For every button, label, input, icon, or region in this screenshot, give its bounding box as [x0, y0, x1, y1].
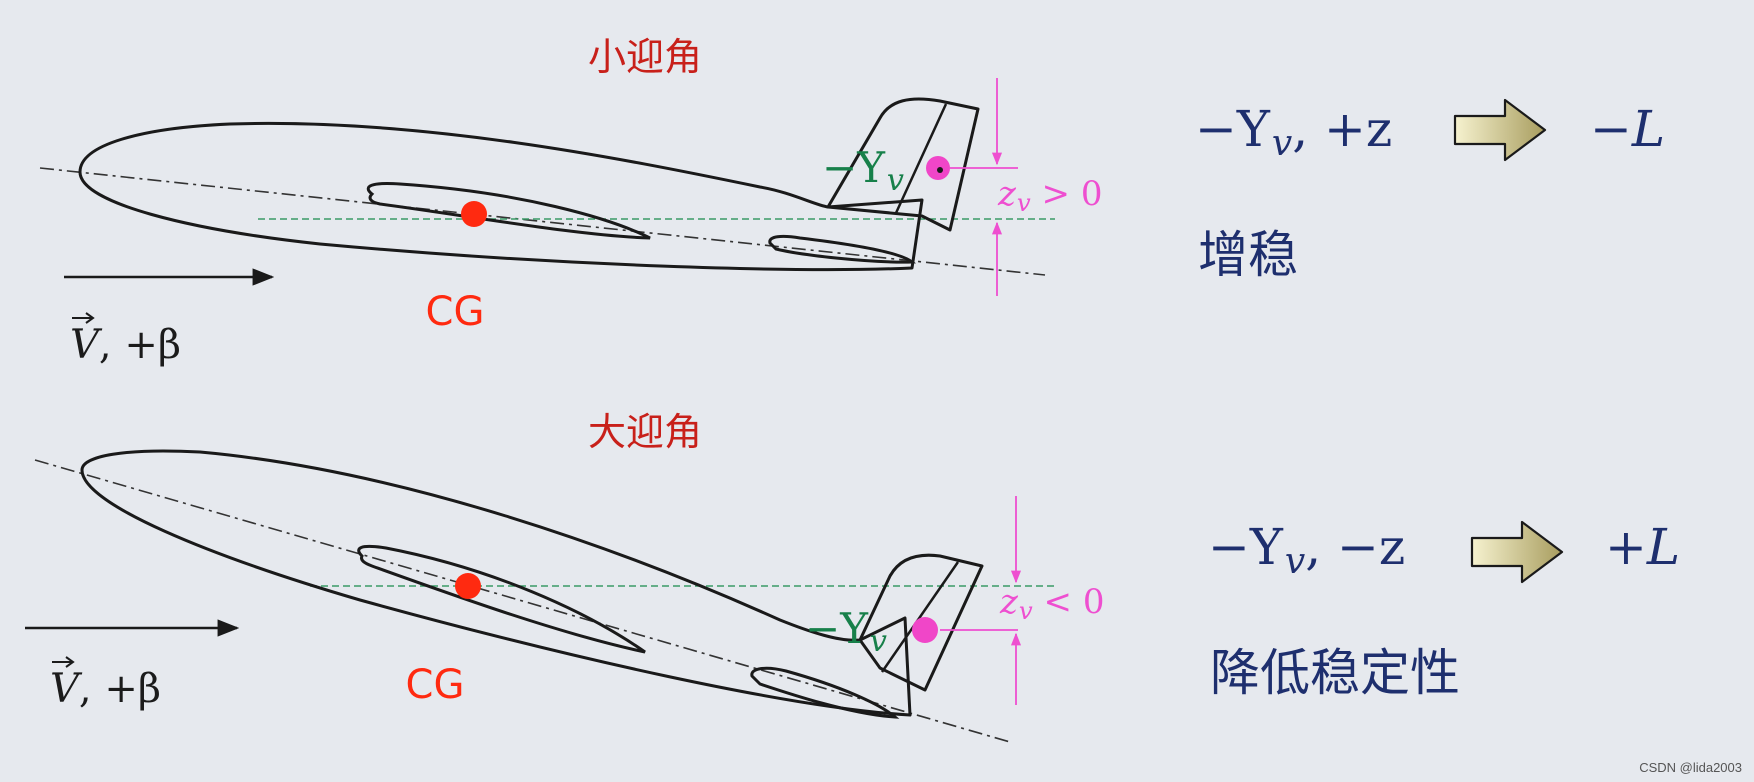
bottom-body-axis: [34, 459, 1011, 743]
bottom-case: 大迎角 CG −Yv zv < 0 V, +β −Yv, −z +L: [25, 410, 1680, 743]
top-result-lhs: −Yv, +z: [1195, 100, 1392, 164]
top-case: 小迎角 CG −Yv zv > 0 V, +β −Yv, +z −L: [39, 35, 1665, 368]
watermark: CSDN @lida2003: [1639, 760, 1742, 775]
top-body-axis: [39, 167, 1046, 276]
bottom-vertical-fin: [858, 553, 984, 692]
bottom-result-implies-arrow-icon: [1470, 520, 1564, 584]
top-vertical-fin: [826, 97, 980, 232]
bottom-fuselage: [80, 449, 912, 717]
bottom-result-rhs: +L: [1605, 518, 1680, 576]
bottom-rudder-hinge: [880, 561, 960, 673]
bottom-wing: [357, 544, 646, 654]
top-fuselage: [78, 121, 924, 272]
top-case-title: 小迎角: [588, 35, 702, 79]
bottom-zv-label: zv < 0: [999, 582, 1105, 625]
top-fin-force-point-center: [937, 167, 943, 173]
top-velocity-label: V, +β: [70, 322, 181, 368]
top-result-rhs: −L: [1590, 100, 1665, 158]
bottom-case-title: 大迎角: [588, 410, 702, 454]
top-result-implies-arrow-icon: [1453, 98, 1547, 162]
top-cg-label: CG: [426, 289, 485, 335]
bottom-cg-label: CG: [406, 662, 465, 708]
top-force-label: −Yv: [822, 143, 904, 198]
bottom-cg-dot: [455, 573, 481, 599]
top-wing: [366, 182, 651, 240]
top-cg-dot: [461, 201, 487, 227]
top-zv-label: zv > 0: [997, 174, 1103, 217]
bottom-velocity-vector-icon: [52, 656, 75, 668]
bottom-force-label: −Yv: [805, 604, 887, 659]
top-horizontal-tail: [768, 234, 917, 264]
bottom-horizontal-tail: [750, 666, 900, 719]
bottom-fin-force-point: [912, 617, 938, 643]
bottom-conclusion: 降低稳定性: [1210, 644, 1460, 702]
top-rudder-hinge: [894, 103, 948, 214]
bottom-result-lhs: −Yv, −z: [1208, 518, 1405, 582]
top-conclusion: 增稳: [1198, 226, 1298, 284]
bottom-velocity-label: V, +β: [50, 666, 161, 712]
top-velocity-vector-icon: [72, 312, 95, 324]
